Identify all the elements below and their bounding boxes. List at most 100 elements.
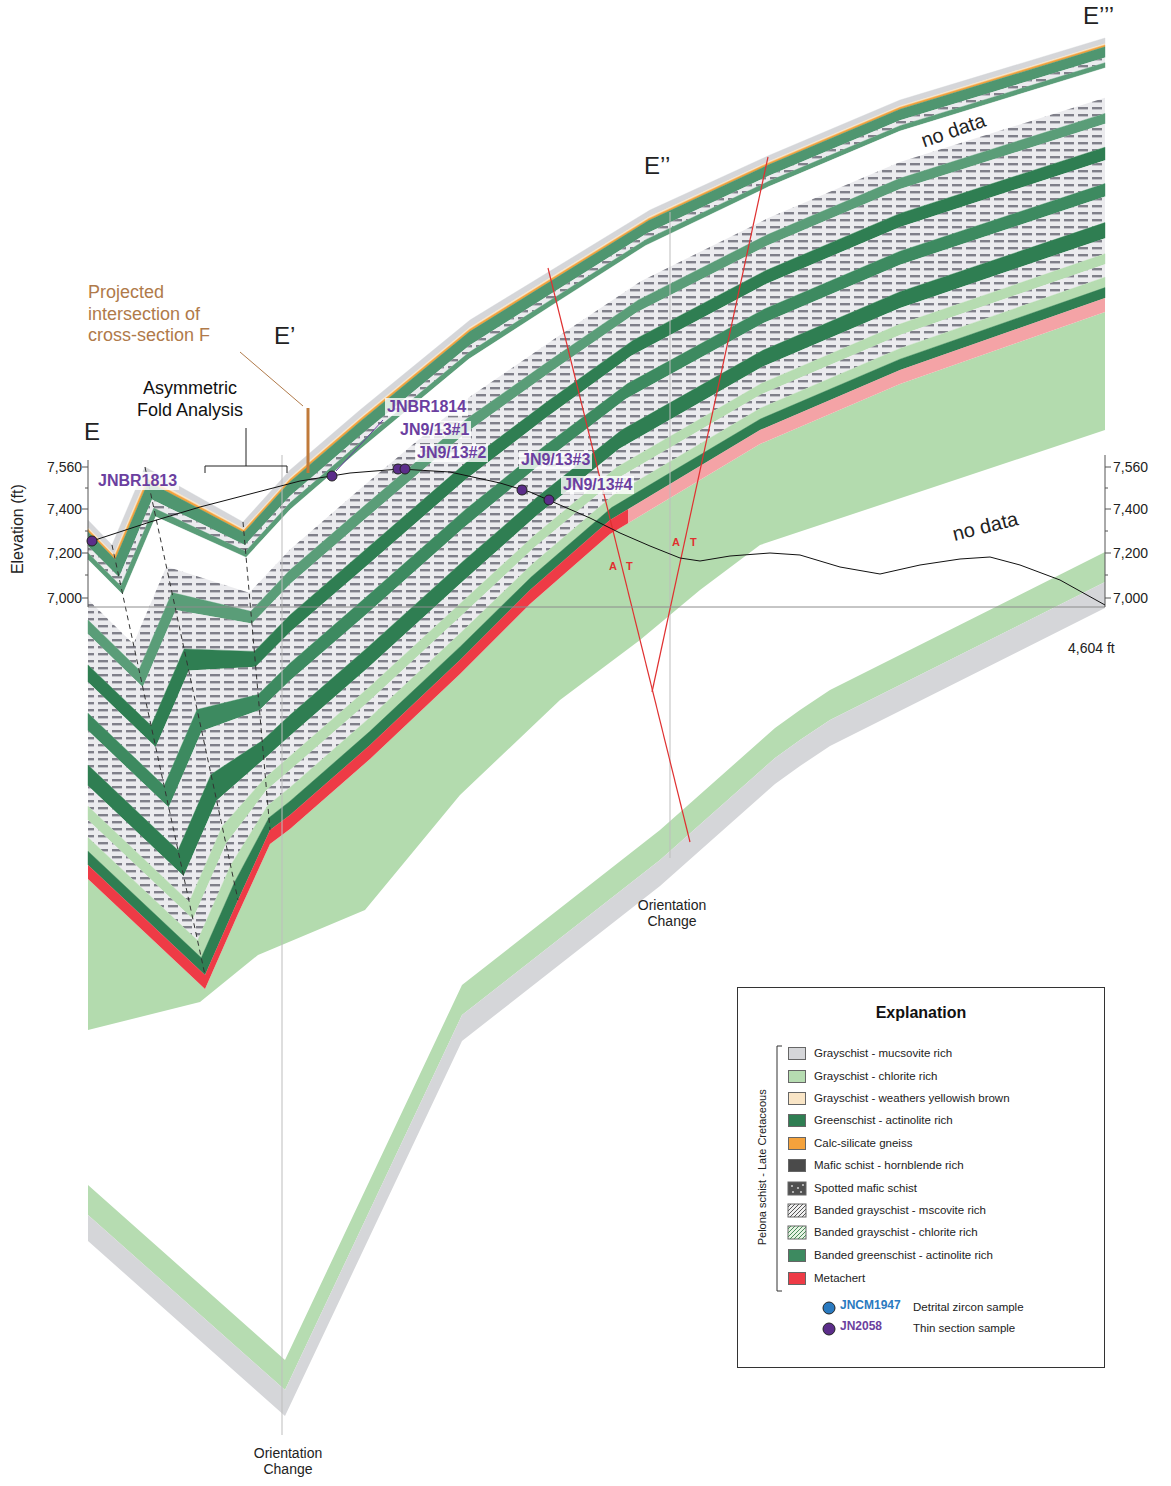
legend-text: Spotted mafic schist <box>814 1182 917 1195</box>
axis-line <box>88 460 89 607</box>
axial-trace <box>243 522 270 830</box>
sample-id: JNCM1947 <box>840 1299 901 1313</box>
axis-tick <box>85 575 88 576</box>
swatch-hatch <box>798 1231 806 1239</box>
swatch-hatch <box>794 1227 806 1239</box>
section-marker <box>307 408 310 473</box>
axial-trace <box>112 545 205 975</box>
axis-tick-label: 7,560 <box>1113 459 1148 475</box>
leader-line <box>240 352 303 406</box>
legend-text: Grayschist - weathers yellowish brown <box>814 1092 1010 1105</box>
fault-line <box>652 157 768 692</box>
legend-swatch <box>788 1159 806 1172</box>
sample-label: JNBR1814 <box>385 398 468 416</box>
section-end: E <box>84 418 100 446</box>
legend-swatch <box>788 1137 806 1150</box>
swatch-dot <box>800 1191 802 1193</box>
axis-title: Elevation (ft) <box>9 464 27 594</box>
legend-text: Grayschist - chlorite rich <box>814 1070 937 1083</box>
legend-swatch <box>788 1070 806 1083</box>
axis-tick-label: 7,400 <box>30 501 82 517</box>
sample-label: JN9/13#1 <box>398 421 471 439</box>
note: Orientation Change <box>243 1445 333 1477</box>
swatch-hatch <box>802 1235 806 1239</box>
metachert-layer <box>88 298 628 989</box>
sample-dot <box>544 495 554 505</box>
axis-tick-label: 7,000 <box>1113 590 1148 606</box>
swatch-dot <box>791 1185 793 1187</box>
axis-tick <box>85 531 88 532</box>
rock-layer <box>88 277 1105 958</box>
legend-text: Calc-silicate gneiss <box>814 1137 912 1150</box>
sample-label: JN9/13#3 <box>519 451 592 469</box>
group-label: Pelona schist - Late Cretaceous <box>756 1052 769 1282</box>
swatch-hatch <box>788 1204 795 1211</box>
swatch-hatch <box>788 1226 795 1233</box>
bracket <box>205 428 287 473</box>
legend-swatch <box>788 1047 806 1060</box>
swatch-hatch <box>788 1226 791 1229</box>
legend-text: Greenschist - actinolite rich <box>814 1114 953 1127</box>
legend-swatch <box>788 1249 806 1262</box>
swatch-hatch <box>802 1213 806 1217</box>
axis-tick <box>1105 467 1111 468</box>
legend-swatch <box>788 1114 806 1127</box>
swatch-hatch <box>794 1205 806 1217</box>
rock-layer <box>88 264 1105 940</box>
note: Orientation Change <box>627 897 717 929</box>
legend-text: Banded greenschist - actinolite rich <box>814 1249 993 1262</box>
legend-text: Banded grayschist - chlorite rich <box>814 1226 978 1239</box>
section-end: E’’ <box>644 152 670 180</box>
metachert-layer <box>628 298 1105 989</box>
callout: Projected intersection of cross-section … <box>88 282 246 347</box>
sample-label: JN9/13#2 <box>415 444 488 462</box>
axis-tick <box>82 509 88 510</box>
legend-text: Mafic schist - hornblende rich <box>814 1159 964 1172</box>
axis-tick <box>85 488 88 489</box>
legend-text: Grayschist - mucsovite rich <box>814 1047 952 1060</box>
dimension: 4,604 ft <box>1068 640 1115 656</box>
swatch-dot <box>792 1191 794 1193</box>
axis-tick <box>82 553 88 554</box>
legend-swatch <box>788 1204 806 1217</box>
axis-tick-label: 7,200 <box>1113 545 1148 561</box>
legend-text: Banded grayschist - mscovite rich <box>814 1204 986 1217</box>
fault-marker: T <box>626 560 633 573</box>
legend-swatch <box>788 1272 806 1285</box>
axis-tick <box>1105 509 1111 510</box>
legend-text: Thin section sample <box>913 1322 1015 1335</box>
legend-swatch <box>788 1182 806 1195</box>
fault-marker: T <box>690 536 697 549</box>
sample-dot <box>517 485 527 495</box>
swatch-dot <box>797 1187 799 1189</box>
legend-swatch <box>788 1092 806 1105</box>
axis-tick-label: 7,200 <box>30 545 82 561</box>
sample-dot <box>87 536 97 546</box>
sample-dot <box>327 471 337 481</box>
baseline <box>88 607 1105 608</box>
axis-tick-label: 7,000 <box>30 590 82 606</box>
fault-marker: A <box>609 560 617 573</box>
swatch-hatch <box>788 1204 791 1207</box>
sample-dot <box>400 464 410 474</box>
fault-line <box>548 268 690 842</box>
axial-trace <box>145 467 238 900</box>
callout: Asymmetric Fold Analysis <box>125 378 255 421</box>
bracket <box>777 1046 782 1291</box>
sample-dot <box>823 1323 835 1335</box>
axis-tick <box>82 467 88 468</box>
sample-id: JN2058 <box>840 1320 882 1334</box>
note: no data <box>950 507 1020 545</box>
section-end: E’ <box>274 322 295 350</box>
axis-tick <box>82 598 88 599</box>
axis-tick <box>1105 598 1111 599</box>
swatch-hatch <box>798 1209 806 1217</box>
axis-tick <box>1105 488 1108 489</box>
legend-swatch <box>788 1226 806 1239</box>
axis-tick <box>1105 531 1108 532</box>
sample-dot <box>823 1302 835 1314</box>
axis-tick <box>1105 553 1111 554</box>
legend-title: Explanation <box>738 1004 1104 1022</box>
topography-line <box>92 469 1105 605</box>
legend-text: Detrital zircon sample <box>913 1301 1024 1314</box>
